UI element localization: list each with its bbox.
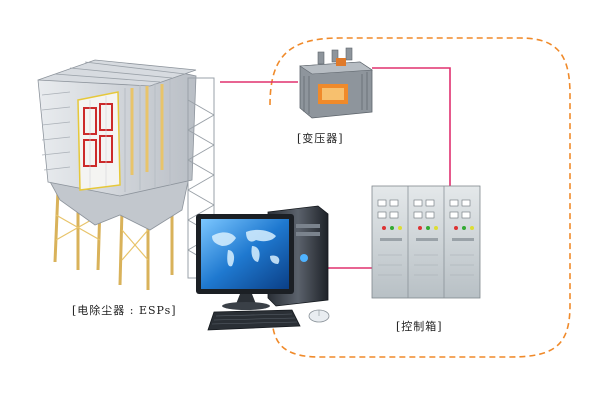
- transformer-label: [变压器]: [297, 130, 344, 146]
- esp-illustration: [38, 60, 214, 290]
- transformer-illustration: [300, 48, 372, 118]
- esp-label: [电除尘器 : ESPs]: [72, 302, 177, 318]
- control-cabinet-illustration: [372, 186, 480, 298]
- control-cabinet-label: [控制箱]: [396, 318, 443, 334]
- monitor-screen: [201, 219, 289, 289]
- connector-transformer-cabinet: [372, 68, 450, 186]
- computer-illustration: [196, 206, 329, 330]
